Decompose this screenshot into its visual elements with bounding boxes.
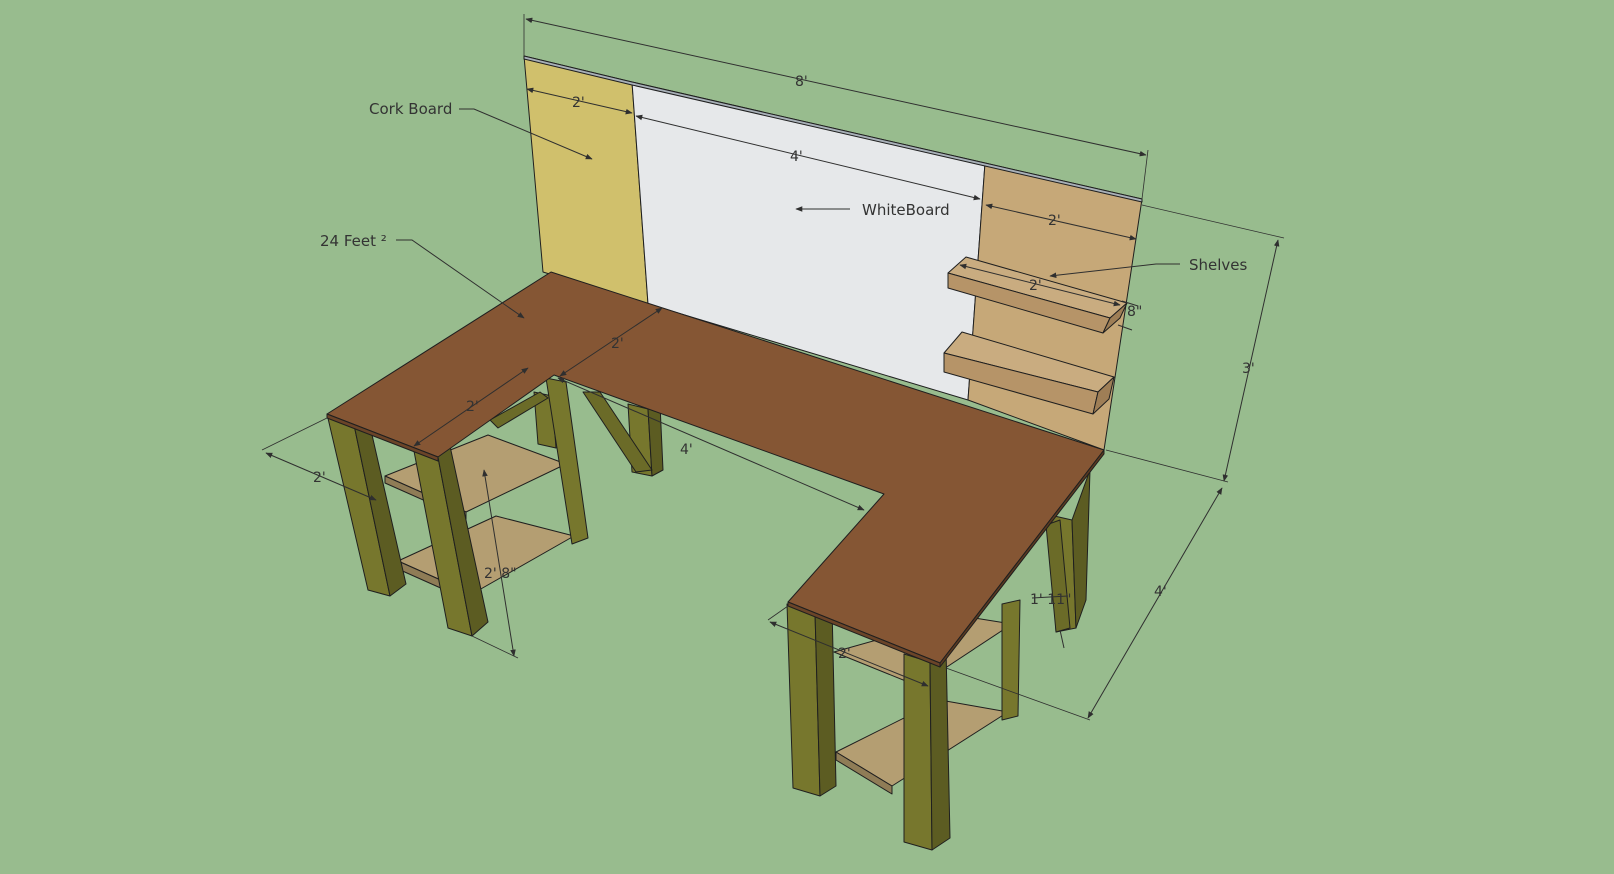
right-cabinet-lower-shelf-edge: [835, 751, 893, 795]
desktop-front-edge-left: [326, 413, 439, 462]
shelves-leader: [1049, 263, 1180, 279]
dimension-labels: 8' 2' 4' 2' 2' 8" 3' 4' 2' 2' 4' 2' 2' 8…: [313, 74, 1255, 662]
dim-shelf-section-width: 2': [1048, 213, 1061, 229]
dim-top-inner-2a: 2': [611, 336, 624, 352]
area-leader: [396, 239, 525, 319]
shelves-label: Shelves: [1189, 256, 1248, 274]
dimension-lines: [261, 14, 1285, 721]
right-cabinet-front-right-leg: [903, 653, 933, 851]
cross-brace-right: [1045, 519, 1071, 633]
area-label: 24 Feet ²: [320, 232, 387, 250]
cork-board-label: Cork Board: [369, 100, 452, 118]
left-cabinet-lower-shelf: [397, 515, 575, 595]
dim-overall-width: 8': [795, 74, 808, 90]
upper-shelf-side: [1102, 302, 1128, 334]
dim-backboard-height: 3': [1242, 361, 1255, 377]
dim-whiteboard-width: 4': [790, 149, 803, 165]
labels: Cork Board WhiteBoard 24 Feet ² Shelves: [320, 100, 1248, 274]
cork-board-panel: [523, 55, 649, 305]
dim-cork-width: 2': [572, 95, 585, 111]
whiteboard-label: WhiteBoard: [862, 201, 950, 219]
dim-right-wing-width: 2': [838, 646, 851, 662]
dim-left-wing-width: 2': [313, 470, 326, 486]
right-cabinet-front-right-leg-side: [929, 647, 951, 851]
dim-shelf-depth: 8": [1127, 304, 1142, 320]
rear-leg-right-side: [1071, 469, 1091, 629]
leader-lines: [396, 108, 1180, 319]
dim-desk-depth-right: 4': [1154, 584, 1167, 600]
dim-top-inner-2b: 2': [466, 399, 479, 415]
lower-shelf-side: [1092, 376, 1115, 415]
dim-top-inner-4: 4': [680, 442, 693, 458]
right-cabinet-back-leg: [1001, 599, 1021, 721]
dim-leg-height: 2' 8": [484, 566, 517, 582]
dim-shelf-length: 2': [1029, 278, 1042, 294]
dim-clearance: 1' 11": [1030, 592, 1071, 608]
desktop-side-edge-right: [939, 449, 1105, 668]
cork-board-leader: [459, 108, 593, 160]
right-cabinet-front-left-leg: [786, 603, 821, 797]
